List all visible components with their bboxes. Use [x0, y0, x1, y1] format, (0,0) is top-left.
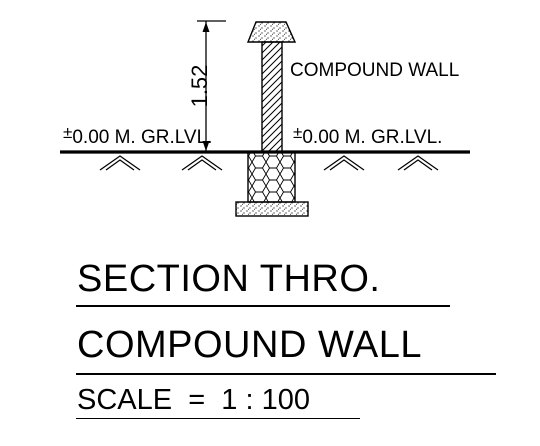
- wall-body: [261, 41, 283, 153]
- height-dimension-label: 1.52: [187, 64, 212, 108]
- earth-symbols: [99, 155, 439, 171]
- earth-symbol: [397, 155, 439, 171]
- earth-symbol: [323, 155, 365, 171]
- title-underline-2: [76, 373, 496, 375]
- title-underline-1: [76, 305, 450, 307]
- wall-foundation: [247, 151, 296, 203]
- title-line-2: COMPOUND WALL: [77, 324, 423, 366]
- wall-footing: [235, 201, 309, 217]
- plus-minus-symbol: ±: [63, 123, 73, 142]
- scale-underline: [76, 418, 360, 419]
- wall-coping: [246, 21, 297, 43]
- compound-wall-label: COMPOUND WALL: [290, 60, 460, 81]
- earth-symbol: [99, 155, 141, 171]
- scale-label: SCALE = 1 : 100: [77, 384, 310, 416]
- ground-level-label-right: ±0.00 M. GR.LVL.: [293, 123, 443, 148]
- plus-minus-symbol: ±: [293, 123, 303, 142]
- title-line-1: SECTION THRO.: [77, 258, 381, 300]
- earth-symbol: [181, 155, 223, 171]
- ground-level-label-left: ±0.00 M. GR.LVL.: [63, 123, 213, 148]
- height-dimension-line: [197, 20, 226, 152]
